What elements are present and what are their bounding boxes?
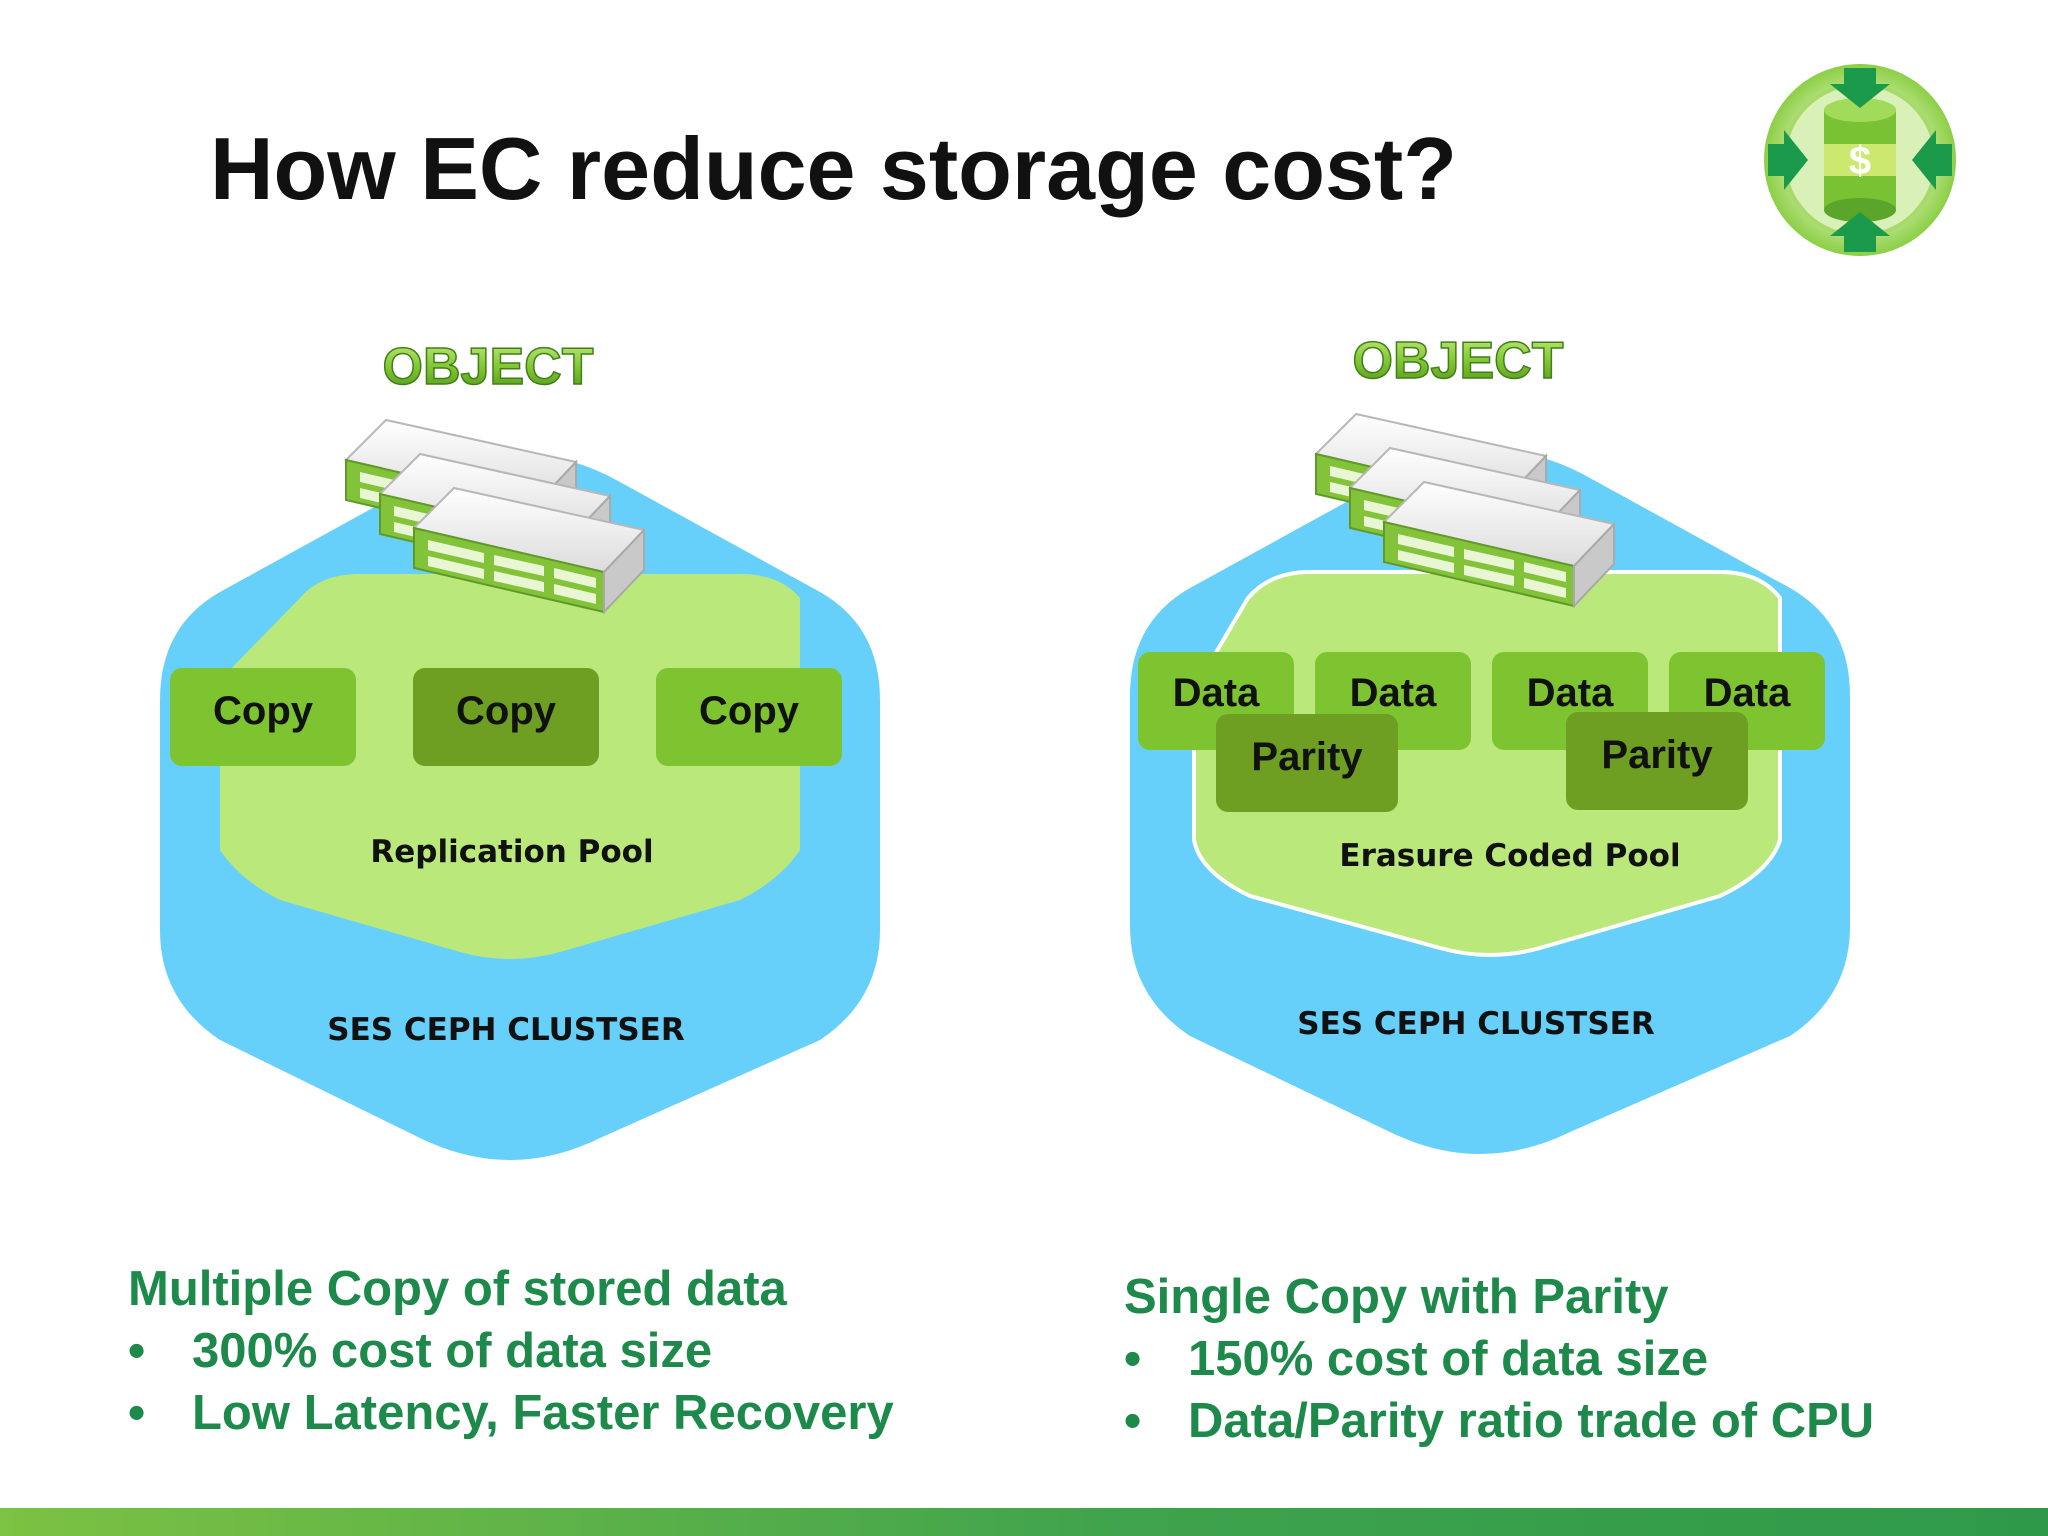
copy-box-label: Copy [213,689,314,733]
storage-cost-reduction-icon: $ [1764,64,1956,256]
bullet-item: 300% cost of data size [128,1320,894,1382]
svg-text:$: $ [1849,139,1871,183]
copy-box-label: Copy [456,689,557,733]
replication-diagram: OBJECT Copy Copy Copy Replication Pool S… [160,337,880,1160]
parity-box-label: Parity [1601,733,1713,777]
parity-box-label: Parity [1251,735,1363,779]
parity-box-2: Parity [1566,712,1748,810]
replication-bullet-list: 300% cost of data size Low Latency, Fast… [128,1320,894,1444]
cluster-label: SES CEPH CLUSTSER [327,1012,685,1048]
replication-summary: Multiple Copy of stored data 300% cost o… [128,1258,894,1444]
erasure-coded-diagram: OBJECT Data Data Data Data Parity Parity… [1130,331,1850,1154]
erasure-coded-pool-label: Erasure Coded Pool [1339,838,1680,874]
footer-band [0,1508,2048,1536]
slide-title: How EC reduce storage cost? [210,119,1457,218]
bullet-item: Data/Parity ratio trade of CPU [1124,1390,1874,1452]
bullet-item: 150% cost of data size [1124,1328,1874,1390]
copy-box-label: Copy [699,689,800,733]
replication-pool-label: Replication Pool [370,834,653,870]
cluster-label: SES CEPH CLUSTSER [1297,1006,1655,1042]
replication-pool-shape [220,574,800,959]
object-label: OBJECT [383,338,594,396]
erasure-coded-bullet-list: 150% cost of data size Data/Parity ratio… [1124,1328,1874,1452]
data-box-label: Data [1704,671,1791,715]
copy-box-3: Copy [656,668,842,766]
object-label: OBJECT [1353,332,1564,390]
replication-summary-heading: Multiple Copy of stored data [128,1262,787,1316]
copy-box-1: Copy [170,668,356,766]
data-box-label: Data [1527,671,1614,715]
data-box-label: Data [1350,671,1437,715]
erasure-coded-summary-heading: Single Copy with Parity [1124,1270,1669,1324]
data-box-label: Data [1173,671,1260,715]
erasure-coded-summary: Single Copy with Parity 150% cost of dat… [1124,1266,1874,1452]
copy-box-2: Copy [413,668,599,766]
parity-box-1: Parity [1216,714,1398,812]
bullet-item: Low Latency, Faster Recovery [128,1382,894,1444]
